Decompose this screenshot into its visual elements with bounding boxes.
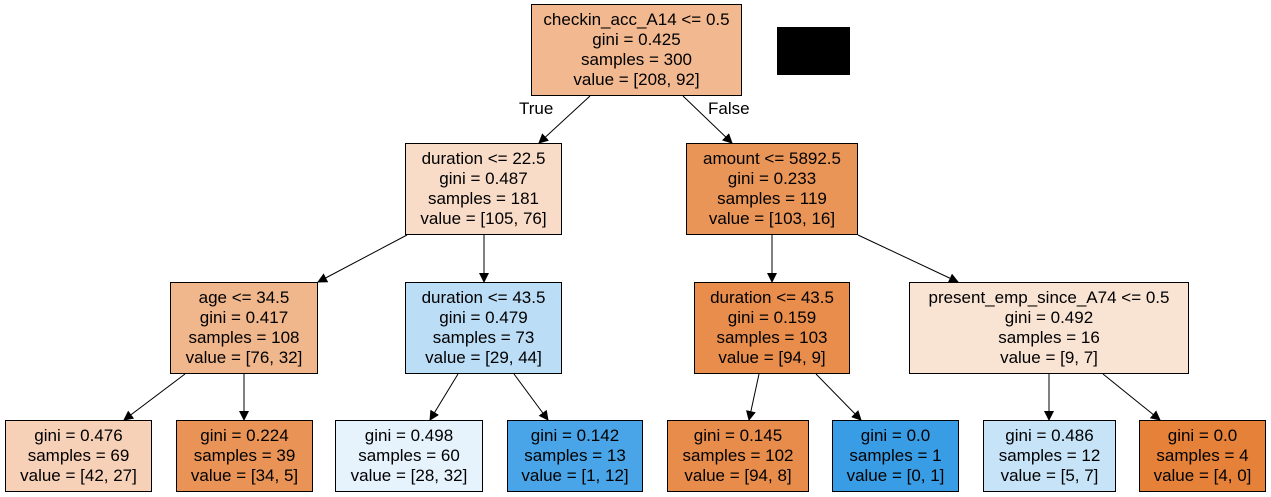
node-gini: gini = 0.224: [200, 426, 289, 445]
edge-n-rl-to-leaf6: [815, 373, 862, 421]
node-gini: gini = 0.498: [364, 426, 454, 445]
edge-n-lr-to-leaf4: [513, 373, 549, 421]
node-split: present_emp_since_A74 <= 0.5: [928, 288, 1170, 307]
tree-node-n-l: duration <= 22.5 gini = 0.487 samples = …: [405, 143, 562, 235]
edge-label-false: False: [708, 99, 750, 118]
tree-node-root: checkin_acc_A14 <= 0.5 gini = 0.425 samp…: [531, 4, 742, 96]
node-samples: samples = 69: [27, 446, 130, 465]
node-value: value = [94, 8]: [684, 466, 792, 485]
tree-leaf-6: gini = 0.0 samples = 1 value = [0, 1]: [832, 420, 959, 492]
tree-node-n-lr: duration <= 43.5 gini = 0.479 samples = …: [405, 282, 562, 374]
edge-n-lr-to-leaf3: [429, 373, 459, 421]
node-samples: samples = 60: [358, 446, 460, 465]
node-samples: samples = 102: [682, 446, 794, 465]
edge-n-l-to-n-ll: [317, 234, 408, 283]
node-gini: gini = 0.0: [860, 426, 931, 445]
node-value: value = [1, 12]: [521, 466, 629, 485]
node-value: value = [28, 32]: [350, 466, 468, 485]
node-samples: samples = 39: [193, 446, 296, 465]
node-samples: samples = 119: [717, 189, 827, 208]
node-value: value = [29, 44]: [425, 348, 542, 367]
node-split: age <= 34.5: [198, 288, 290, 307]
tree-node-n-rr: present_emp_since_A74 <= 0.5 gini = 0.49…: [909, 282, 1189, 374]
node-gini: gini = 0.487: [439, 169, 528, 188]
tree-leaf-3: gini = 0.498 samples = 60 value = [28, 3…: [335, 420, 483, 492]
node-samples: samples = 73: [432, 328, 535, 347]
node-gini: gini = 0.479: [439, 308, 528, 327]
node-split: duration <= 22.5: [421, 149, 546, 168]
node-split: duration <= 43.5: [421, 288, 546, 307]
tree-leaf-4: gini = 0.142 samples = 13 value = [1, 12…: [507, 420, 643, 492]
node-gini: gini = 0.0: [1167, 426, 1238, 445]
tree-leaf-7: gini = 0.486 samples = 12 value = [5, 7]: [983, 420, 1116, 492]
node-value: value = [208, 92]: [573, 70, 700, 89]
node-split: duration <= 43.5: [710, 288, 834, 307]
edge-label-true: True: [519, 99, 554, 118]
node-samples: samples = 103: [716, 328, 828, 347]
node-samples: samples = 300: [580, 50, 693, 69]
node-gini: gini = 0.145: [693, 426, 783, 445]
tree-leaf-2: gini = 0.224 samples = 39 value = [34, 5…: [176, 420, 313, 492]
node-gini: gini = 0.159: [727, 308, 817, 327]
node-samples: samples = 1: [849, 446, 942, 465]
node-samples: samples = 12: [998, 446, 1101, 465]
node-gini: gini = 0.425: [592, 30, 681, 49]
node-value: value = [0, 1]: [846, 466, 945, 485]
node-value: value = [34, 5]: [190, 466, 299, 485]
node-gini: gini = 0.142: [530, 426, 620, 445]
tree-node-n-rl: duration <= 43.5 gini = 0.159 samples = …: [694, 282, 850, 374]
node-value: value = [5, 7]: [1000, 466, 1099, 485]
node-gini: gini = 0.486: [1005, 426, 1094, 445]
node-gini: gini = 0.233: [727, 169, 817, 188]
node-samples: samples = 108: [188, 328, 300, 347]
edge-n-rl-to-leaf5: [746, 373, 760, 421]
node-value: value = [76, 32]: [185, 348, 303, 367]
redaction-block: [777, 27, 850, 75]
node-gini: gini = 0.417: [199, 308, 289, 327]
tree-node-n-ll: age <= 34.5 gini = 0.417 samples = 108 v…: [170, 282, 318, 374]
node-samples: samples = 4: [1156, 446, 1249, 465]
node-value: value = [42, 27]: [20, 466, 137, 485]
edge-n-rr-to-leaf8: [1102, 373, 1161, 421]
tree-node-n-r: amount <= 5892.5 gini = 0.233 samples = …: [686, 143, 858, 235]
node-value: value = [9, 7]: [1000, 348, 1098, 367]
tree-leaf-8: gini = 0.0 samples = 4 value = [4, 0]: [1139, 420, 1266, 492]
edge-n-ll-to-leaf1: [123, 373, 186, 421]
node-samples: samples = 13: [524, 446, 626, 465]
node-value: value = [94, 9]: [718, 348, 826, 367]
node-value: value = [103, 16]: [708, 209, 836, 228]
node-samples: samples = 181: [427, 189, 540, 208]
node-gini: gini = 0.476: [34, 426, 123, 445]
node-split: checkin_acc_A14 <= 0.5: [543, 10, 730, 29]
tree-leaf-1: gini = 0.476 samples = 69 value = [42, 2…: [5, 420, 152, 492]
tree-leaf-5: gini = 0.145 samples = 102 value = [94, …: [667, 420, 809, 492]
node-split: amount <= 5892.5: [702, 149, 841, 168]
node-value: value = [4, 0]: [1153, 466, 1252, 485]
node-gini: gini = 0.492: [1004, 308, 1094, 327]
node-value: value = [105, 76]: [420, 209, 547, 228]
node-samples: samples = 16: [998, 328, 1100, 347]
edge-n-r-to-n-rr: [857, 234, 959, 283]
